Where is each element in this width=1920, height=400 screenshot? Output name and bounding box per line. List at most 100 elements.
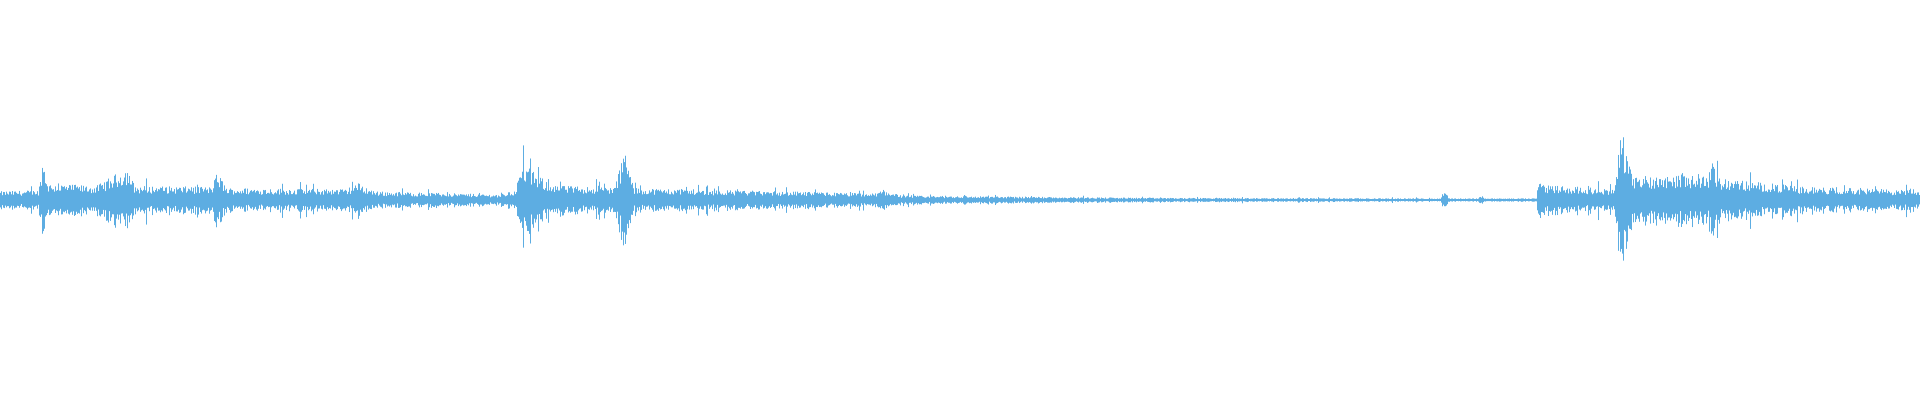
waveform-column — [996, 196, 997, 204]
waveform-column — [907, 195, 908, 205]
waveform-column — [251, 190, 252, 209]
waveform-column — [9, 191, 10, 209]
waveform-column — [865, 194, 866, 205]
waveform-column — [602, 189, 603, 211]
waveform-column — [352, 181, 353, 220]
waveform-column — [171, 187, 172, 212]
waveform-column — [144, 186, 145, 214]
waveform-column — [1659, 179, 1660, 220]
waveform-column — [981, 197, 982, 203]
waveform-column — [164, 190, 165, 210]
waveform-column — [673, 194, 674, 206]
waveform-column — [22, 193, 23, 207]
waveform-column — [339, 191, 340, 207]
waveform-column — [435, 195, 436, 206]
waveform-column — [105, 191, 106, 211]
waveform-column — [881, 193, 882, 207]
waveform-column — [1342, 199, 1343, 201]
waveform-column — [1439, 198, 1440, 202]
waveform-column — [524, 180, 525, 218]
waveform-column — [183, 187, 184, 215]
waveform-column — [1387, 198, 1388, 202]
waveform-column — [1141, 197, 1142, 202]
waveform-column — [1268, 198, 1269, 201]
waveform-column — [1001, 197, 1002, 204]
waveform-column — [317, 188, 318, 212]
waveform-column — [772, 195, 773, 205]
waveform-column — [23, 193, 24, 208]
waveform-column — [1086, 198, 1087, 202]
waveform-column — [647, 194, 648, 207]
waveform-column — [28, 190, 29, 208]
waveform-column — [1228, 198, 1229, 203]
waveform-column — [872, 193, 873, 207]
waveform-column — [100, 183, 101, 217]
waveform-column — [412, 196, 413, 204]
waveform-column — [1756, 188, 1757, 210]
waveform-column — [696, 192, 697, 207]
waveform-column — [1061, 197, 1062, 203]
waveform-column — [1826, 193, 1827, 207]
waveform-column — [130, 184, 131, 216]
waveform-column — [619, 170, 620, 233]
waveform-column — [1222, 198, 1223, 202]
waveform-column — [1815, 192, 1816, 207]
waveform-column — [275, 192, 276, 209]
waveform-column — [1863, 190, 1864, 211]
waveform-column — [1611, 193, 1612, 208]
waveform-column — [1537, 190, 1538, 211]
waveform-column — [228, 193, 229, 208]
waveform-column — [1008, 196, 1009, 204]
waveform-column — [114, 175, 115, 226]
waveform-column — [478, 194, 479, 205]
waveform-column — [1880, 191, 1881, 209]
waveform-column — [1201, 198, 1202, 202]
waveform-column — [1411, 199, 1412, 201]
waveform-column — [1670, 181, 1671, 221]
waveform-column — [350, 193, 351, 206]
waveform-column — [360, 190, 361, 210]
waveform-column — [640, 185, 641, 213]
waveform-column — [1465, 198, 1466, 202]
waveform-column — [54, 191, 55, 210]
waveform-column — [900, 195, 901, 206]
waveform-column — [1571, 193, 1572, 208]
waveform-column — [278, 189, 279, 210]
waveform-column — [1733, 187, 1734, 213]
waveform-column — [1697, 184, 1698, 216]
waveform-column — [579, 190, 580, 209]
waveform-column — [721, 194, 722, 207]
waveform-column — [1216, 197, 1217, 202]
waveform-column — [769, 193, 770, 207]
waveform-column — [206, 190, 207, 212]
waveform-column — [1435, 199, 1436, 201]
waveform-column — [970, 197, 971, 203]
waveform-column — [12, 190, 13, 210]
waveform-column — [715, 193, 716, 208]
waveform-column — [511, 194, 512, 207]
waveform-column — [1885, 192, 1886, 209]
waveform-column — [894, 195, 895, 205]
waveform-column — [682, 189, 683, 212]
waveform-column — [1129, 198, 1130, 203]
waveform-column — [1639, 179, 1640, 222]
waveform-column — [268, 192, 269, 208]
waveform-column — [1389, 198, 1390, 201]
waveform-column — [349, 187, 350, 213]
waveform-column — [1728, 181, 1729, 222]
waveform-column — [1911, 193, 1912, 208]
waveform-column — [1217, 198, 1218, 202]
waveform-column — [289, 190, 290, 212]
waveform-column — [728, 192, 729, 207]
waveform-column — [560, 181, 561, 217]
waveform-column — [1393, 199, 1394, 201]
waveform-column — [40, 182, 41, 217]
waveform-column — [265, 189, 266, 210]
waveform-column — [416, 196, 417, 204]
waveform-column — [1333, 198, 1334, 203]
waveform-column — [512, 195, 513, 205]
waveform-column — [544, 189, 545, 210]
waveform-column — [1686, 177, 1687, 225]
waveform-column — [1505, 198, 1506, 202]
